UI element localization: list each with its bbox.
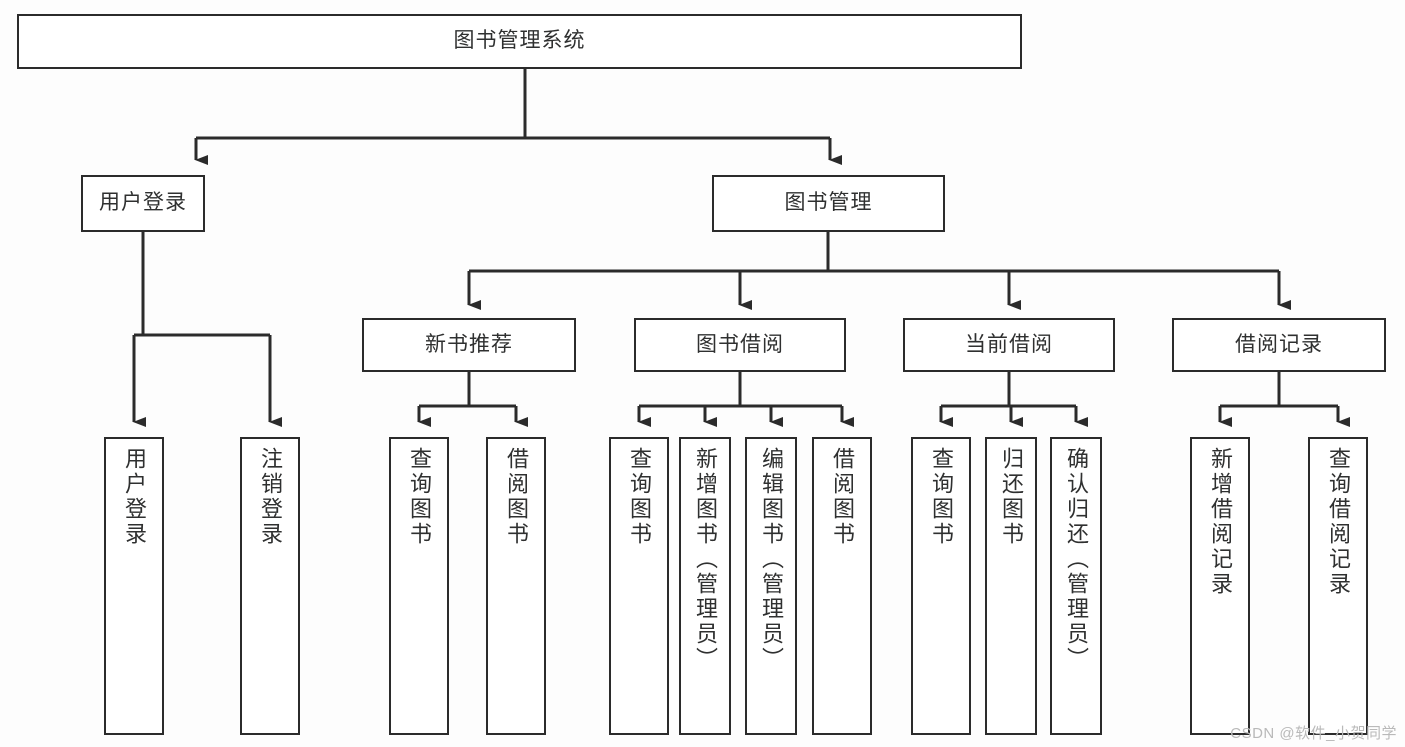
leaf-borrow-book[interactable]: 借阅图书 xyxy=(812,437,872,735)
node-label: 当前借阅 xyxy=(965,332,1053,356)
leaf-logout[interactable]: 注销登录 xyxy=(240,437,300,735)
node-user-login[interactable]: 用户登录 xyxy=(81,175,205,232)
node-label: 查询借阅记录 xyxy=(1325,447,1351,597)
node-new-book-recommend[interactable]: 新书推荐 xyxy=(362,318,576,372)
leaf-return-book[interactable]: 归还图书 xyxy=(985,437,1037,735)
node-label: 借阅记录 xyxy=(1235,332,1323,356)
node-label: 用户登录 xyxy=(99,191,187,215)
leaf-query-book-borrow[interactable]: 查询图书 xyxy=(609,437,669,735)
leaf-query-book-recommend[interactable]: 查询图书 xyxy=(389,437,449,735)
node-current-borrow[interactable]: 当前借阅 xyxy=(903,318,1115,372)
node-label: 图书管理系统 xyxy=(453,29,586,53)
node-label: 查询图书 xyxy=(406,447,432,547)
node-label: 查询图书 xyxy=(928,447,954,547)
node-label: 注销登录 xyxy=(257,447,283,547)
leaf-query-book-current[interactable]: 查询图书 xyxy=(911,437,971,735)
leaf-user-login[interactable]: 用户登录 xyxy=(104,437,164,735)
node-label: 编辑图书（管理员） xyxy=(758,447,784,672)
node-label: 确认归还（管理员） xyxy=(1063,447,1089,672)
node-label: 归还图书 xyxy=(998,447,1024,547)
node-borrow-record[interactable]: 借阅记录 xyxy=(1172,318,1386,372)
node-book-borrow[interactable]: 图书借阅 xyxy=(634,318,846,372)
node-label: 图书管理 xyxy=(784,191,873,215)
node-root[interactable]: 图书管理系统 xyxy=(17,14,1022,69)
leaf-add-borrow-record[interactable]: 新增借阅记录 xyxy=(1190,437,1250,735)
node-book-management[interactable]: 图书管理 xyxy=(712,175,945,232)
node-label: 借阅图书 xyxy=(503,447,529,547)
node-label: 新增借阅记录 xyxy=(1207,447,1233,597)
leaf-add-book-admin[interactable]: 新增图书（管理员） xyxy=(679,437,731,735)
node-label: 查询图书 xyxy=(626,447,652,547)
node-label: 图书借阅 xyxy=(696,332,784,356)
leaf-borrow-book-recommend[interactable]: 借阅图书 xyxy=(486,437,546,735)
node-label: 借阅图书 xyxy=(829,447,855,547)
node-label: 用户登录 xyxy=(121,447,147,547)
leaf-confirm-return-admin[interactable]: 确认归还（管理员） xyxy=(1050,437,1102,735)
leaf-edit-book-admin[interactable]: 编辑图书（管理员） xyxy=(745,437,797,735)
watermark-text: CSDN @软件_小贺同学 xyxy=(1230,725,1397,742)
leaf-query-borrow-record[interactable]: 查询借阅记录 xyxy=(1308,437,1368,735)
node-label: 新书推荐 xyxy=(425,332,513,356)
node-label: 新增图书（管理员） xyxy=(692,447,718,672)
